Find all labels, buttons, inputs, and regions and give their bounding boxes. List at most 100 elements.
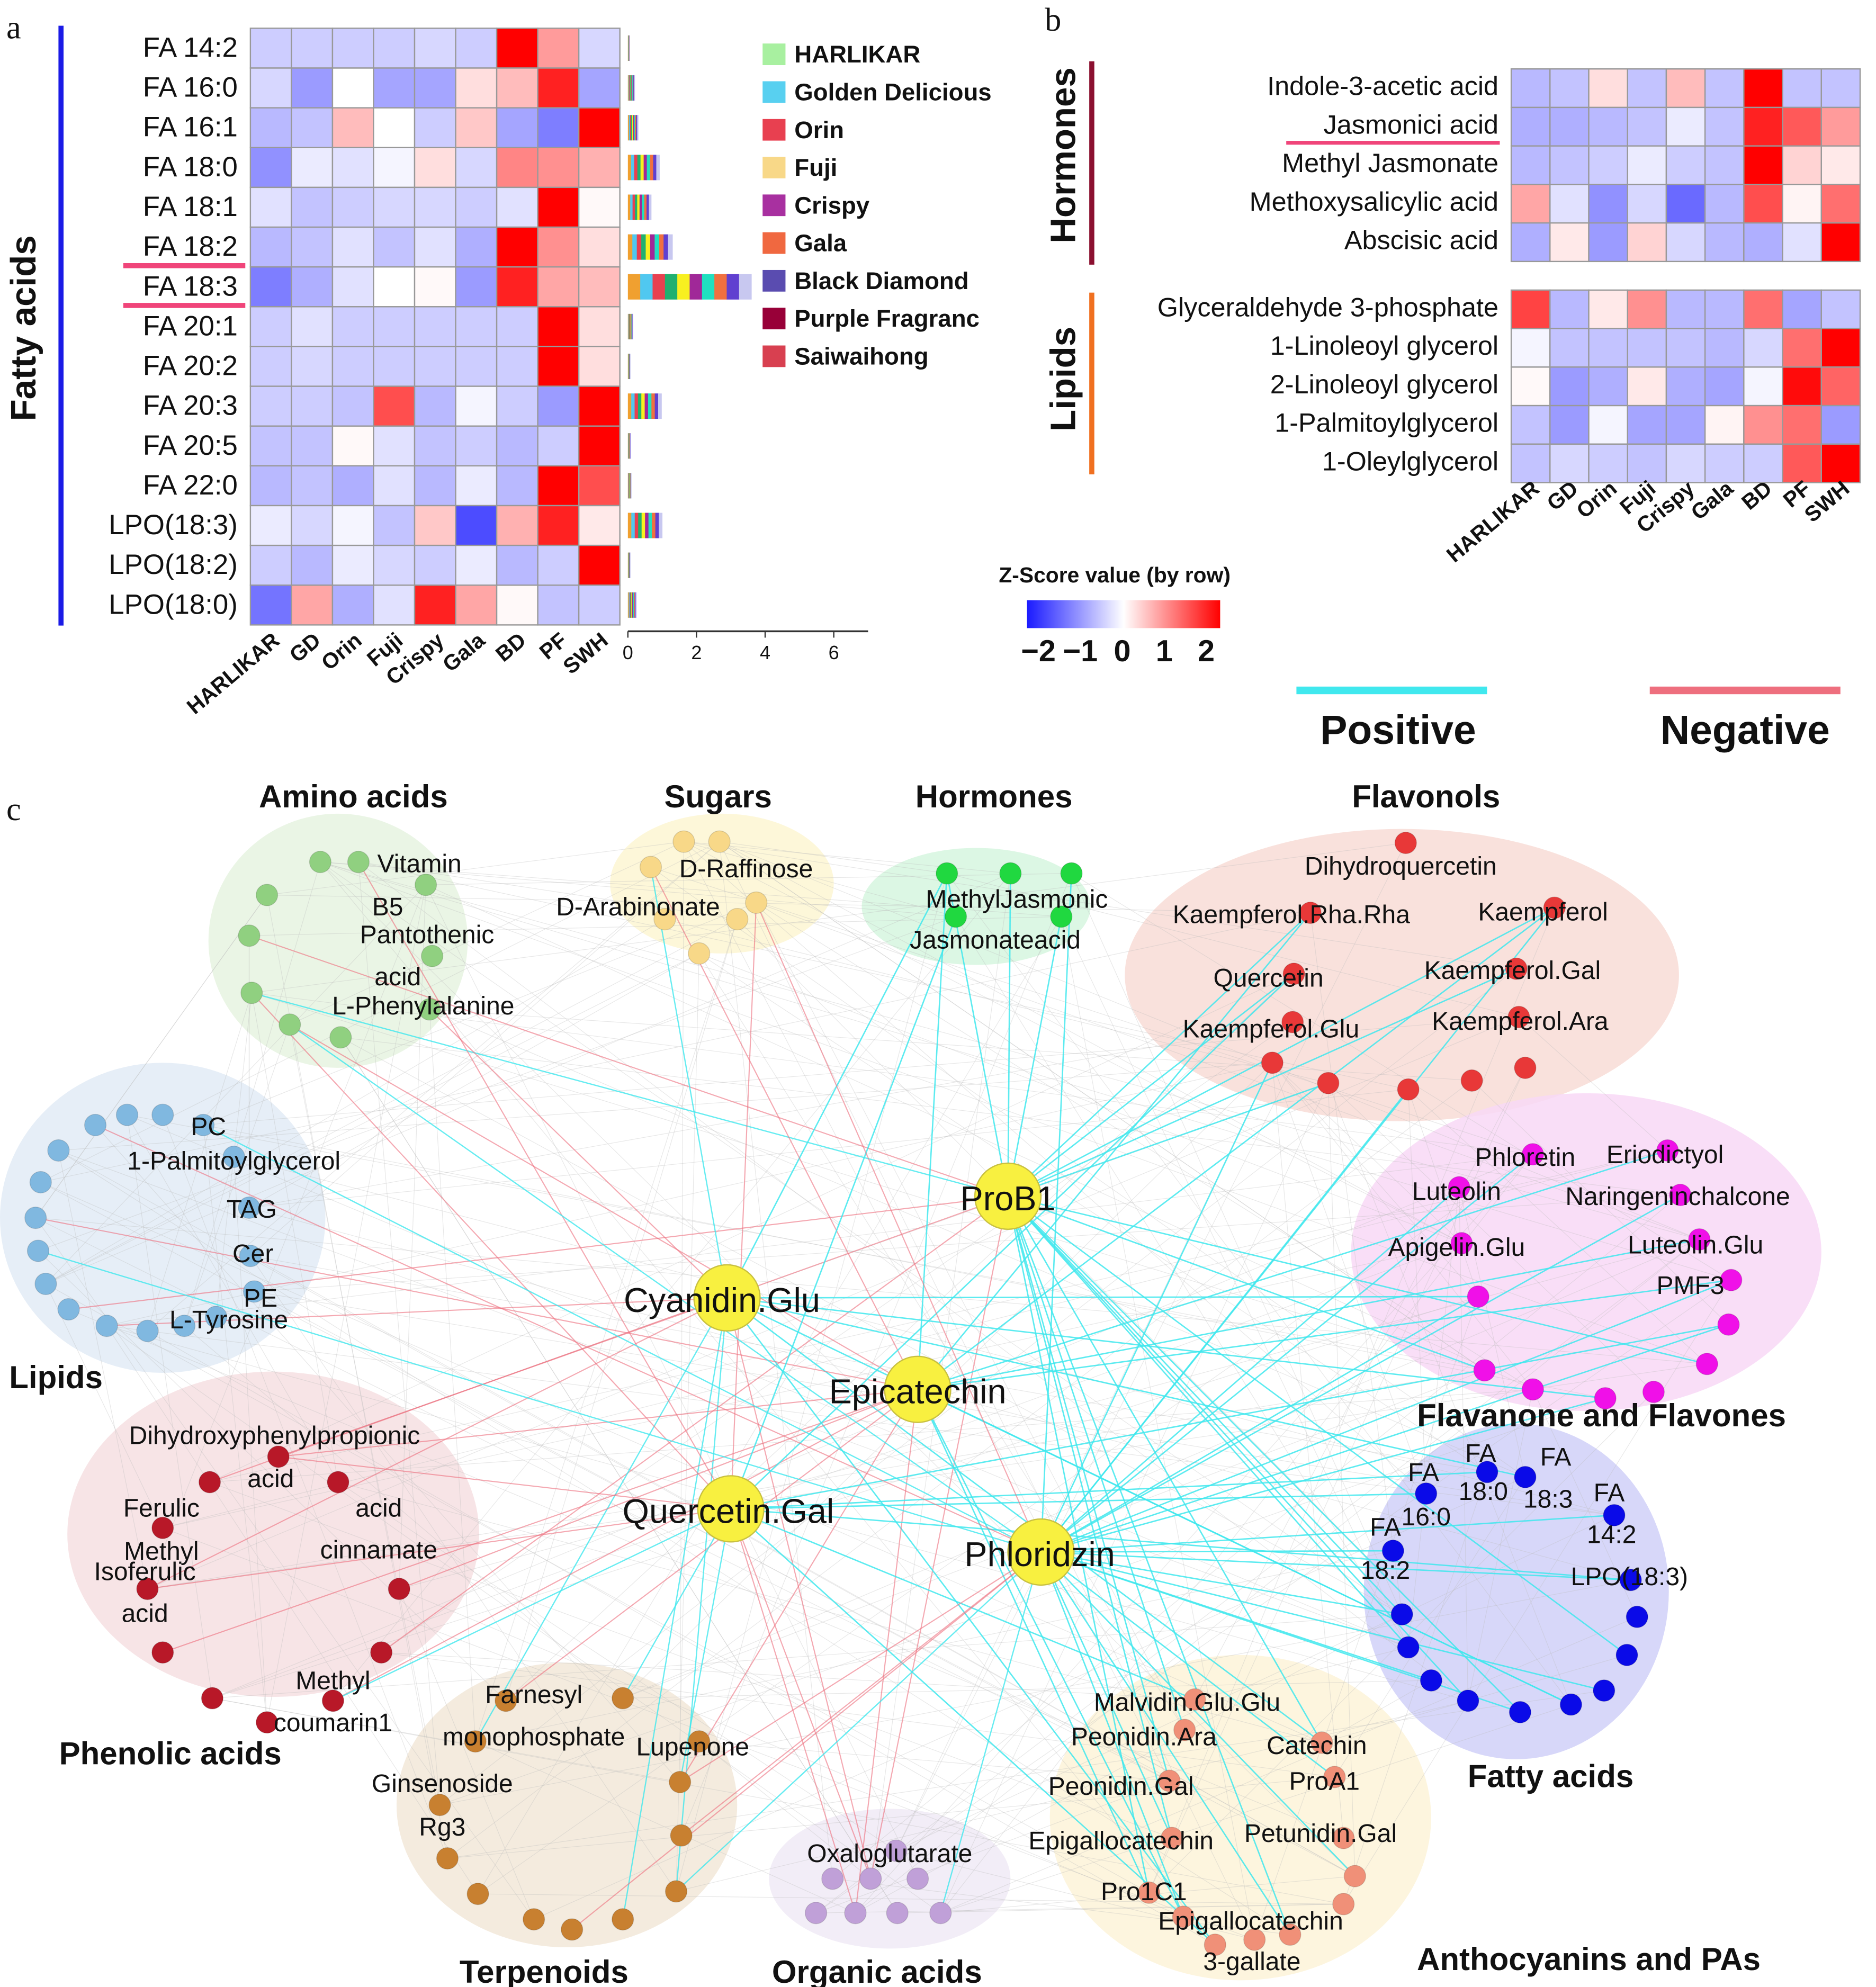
metabolite-node[interactable] xyxy=(201,1687,223,1710)
hub-node[interactable] xyxy=(974,1162,1042,1230)
metabolite-node[interactable] xyxy=(95,1315,118,1337)
metabolite-node[interactable] xyxy=(1158,1769,1181,1792)
metabolite-node[interactable] xyxy=(151,1103,174,1126)
metabolite-node[interactable] xyxy=(136,1577,159,1601)
metabolite-node[interactable] xyxy=(1161,1827,1183,1849)
metabolite-node[interactable] xyxy=(688,942,711,965)
metabolite-node[interactable] xyxy=(151,1641,174,1664)
metabolite-node[interactable] xyxy=(1310,1731,1333,1754)
metabolite-node[interactable] xyxy=(321,1689,345,1712)
metabolite-node[interactable] xyxy=(1381,1539,1404,1562)
metabolite-node[interactable] xyxy=(26,1239,50,1262)
metabolite-node[interactable] xyxy=(1420,1669,1442,1692)
metabolite-node[interactable] xyxy=(115,1103,139,1126)
metabolite-node[interactable] xyxy=(1332,1827,1355,1849)
metabolite-node[interactable] xyxy=(495,1689,517,1712)
metabolite-node[interactable] xyxy=(669,1770,692,1794)
hub-node[interactable] xyxy=(884,1355,952,1423)
metabolite-node[interactable] xyxy=(1543,896,1566,919)
metabolite-node[interactable] xyxy=(1626,1605,1648,1629)
metabolite-node[interactable] xyxy=(726,907,749,931)
metabolite-node[interactable] xyxy=(84,1113,107,1137)
metabolite-node[interactable] xyxy=(1619,1569,1642,1592)
metabolite-node[interactable] xyxy=(255,1711,279,1734)
metabolite-node[interactable] xyxy=(639,856,662,878)
metabolite-node[interactable] xyxy=(1642,1380,1665,1404)
metabolite-node[interactable] xyxy=(1172,1905,1195,1928)
metabolite-node[interactable] xyxy=(999,862,1022,885)
metabolite-node[interactable] xyxy=(1343,1865,1366,1887)
metabolite-node[interactable] xyxy=(1299,901,1322,924)
metabolite-node[interactable] xyxy=(267,1445,290,1468)
metabolite-node[interactable] xyxy=(204,1306,228,1328)
metabolite-node[interactable] xyxy=(1603,1504,1626,1526)
metabolite-node[interactable] xyxy=(1204,1934,1226,1956)
metabolite-node[interactable] xyxy=(886,1902,909,1925)
metabolite-node[interactable] xyxy=(1717,1313,1740,1336)
metabolite-node[interactable] xyxy=(57,1298,80,1321)
metabolite-node[interactable] xyxy=(1559,1693,1583,1716)
metabolite-node[interactable] xyxy=(612,1908,634,1931)
metabolite-node[interactable] xyxy=(198,1471,221,1494)
metabolite-node[interactable] xyxy=(466,1883,489,1905)
metabolite-node[interactable] xyxy=(1594,1387,1617,1410)
metabolite-node[interactable] xyxy=(906,1867,929,1890)
metabolite-node[interactable] xyxy=(173,1315,196,1337)
metabolite-node[interactable] xyxy=(240,982,263,1004)
metabolite-node[interactable] xyxy=(192,1113,215,1137)
metabolite-node[interactable] xyxy=(151,1516,174,1539)
metabolite-node[interactable] xyxy=(388,1577,410,1601)
metabolite-node[interactable] xyxy=(670,1824,693,1847)
metabolite-node[interactable] xyxy=(1261,1051,1283,1074)
metabolite-node[interactable] xyxy=(672,830,695,853)
metabolite-node[interactable] xyxy=(1615,1643,1638,1667)
metabolite-node[interactable] xyxy=(665,1880,688,1903)
metabolite-node[interactable] xyxy=(1593,1679,1615,1702)
metabolite-node[interactable] xyxy=(329,1026,352,1049)
metabolite-node[interactable] xyxy=(1397,1636,1420,1659)
metabolite-node[interactable] xyxy=(464,1730,487,1753)
metabolite-node[interactable] xyxy=(24,1207,47,1229)
metabolite-node[interactable] xyxy=(1281,1011,1304,1033)
metabolite-node[interactable] xyxy=(1688,1228,1711,1251)
metabolite-node[interactable] xyxy=(1507,1005,1530,1029)
metabolite-node[interactable] xyxy=(415,874,437,896)
metabolite-node[interactable] xyxy=(47,1139,70,1162)
metabolite-node[interactable] xyxy=(255,884,279,906)
metabolite-node[interactable] xyxy=(804,1902,828,1925)
metabolite-node[interactable] xyxy=(1460,1069,1483,1092)
metabolite-node[interactable] xyxy=(238,924,261,947)
metabolite-node[interactable] xyxy=(1467,1285,1489,1308)
metabolite-node[interactable] xyxy=(523,1908,545,1931)
metabolite-node[interactable] xyxy=(1448,1176,1470,1199)
metabolite-node[interactable] xyxy=(309,850,332,874)
metabolite-node[interactable] xyxy=(428,1794,451,1817)
metabolite-node[interactable] xyxy=(418,998,441,1021)
metabolite-node[interactable] xyxy=(239,1245,262,1267)
metabolite-node[interactable] xyxy=(1476,1461,1498,1483)
metabolite-node[interactable] xyxy=(708,830,731,853)
metabolite-node[interactable] xyxy=(370,1641,393,1664)
metabolite-node[interactable] xyxy=(1521,1143,1545,1166)
metabolite-node[interactable] xyxy=(1317,1072,1340,1094)
metabolite-node[interactable] xyxy=(1323,1766,1346,1788)
metabolite-node[interactable] xyxy=(136,1319,159,1342)
metabolite-node[interactable] xyxy=(1397,1078,1420,1101)
metabolite-node[interactable] xyxy=(1137,1881,1161,1904)
metabolite-node[interactable] xyxy=(222,1145,245,1168)
metabolite-node[interactable] xyxy=(1514,1465,1537,1488)
metabolite-node[interactable] xyxy=(821,1867,844,1890)
metabolite-node[interactable] xyxy=(1720,1269,1743,1291)
metabolite-node[interactable] xyxy=(421,945,444,967)
metabolite-node[interactable] xyxy=(859,1867,882,1890)
metabolite-node[interactable] xyxy=(238,1196,261,1219)
metabolite-node[interactable] xyxy=(1457,1689,1479,1712)
metabolite-node[interactable] xyxy=(612,1687,634,1710)
metabolite-node[interactable] xyxy=(1514,1056,1537,1080)
hub-node[interactable] xyxy=(1007,1518,1075,1586)
metabolite-node[interactable] xyxy=(1521,1378,1545,1401)
metabolite-node[interactable] xyxy=(929,1902,952,1925)
metabolite-node[interactable] xyxy=(1390,1603,1413,1626)
metabolite-node[interactable] xyxy=(1669,1183,1692,1207)
metabolite-node[interactable] xyxy=(1656,1139,1679,1162)
